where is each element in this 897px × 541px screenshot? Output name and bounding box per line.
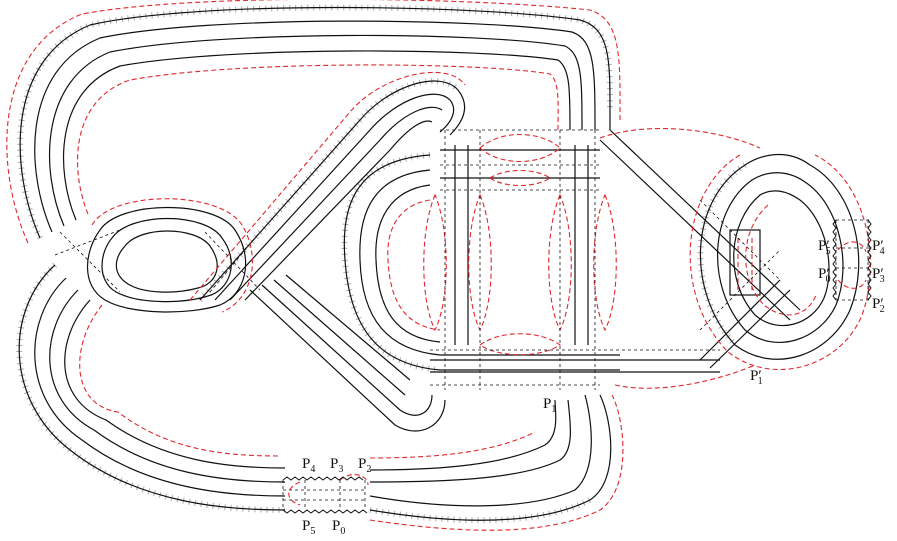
strand-br-1 xyxy=(369,394,612,521)
red-outer-top xyxy=(6,0,621,244)
red-right-top xyxy=(599,127,761,149)
dashed-lines xyxy=(54,129,870,510)
red-bottom-lens xyxy=(479,333,561,356)
rc-diag-4 xyxy=(709,289,791,369)
strand-bl-4 xyxy=(64,299,286,469)
label-P4: P4 xyxy=(302,456,315,475)
rc-mid xyxy=(717,172,844,344)
red-top-lens-1 xyxy=(479,133,561,163)
label-P0-prime: P′0 xyxy=(818,266,831,285)
tri-4 xyxy=(285,274,411,381)
red-lens-1 xyxy=(423,193,447,332)
label-P3: P3 xyxy=(330,456,343,475)
red-rc-inner xyxy=(745,204,817,316)
tri-1 xyxy=(249,289,446,432)
strand-bl-1 xyxy=(18,264,286,511)
label-P3-prime: P′3 xyxy=(872,266,885,285)
strand-br-2 xyxy=(369,394,592,507)
diagonal-band xyxy=(199,80,466,301)
clasp-middle xyxy=(101,217,232,303)
strand-br-4 xyxy=(369,399,557,471)
diag-4 xyxy=(244,120,433,301)
label-P1: P1 xyxy=(543,396,556,415)
label-P2: P2 xyxy=(358,456,371,475)
label-P2-prime: P′2 xyxy=(872,296,885,315)
zig-bottom-top xyxy=(282,476,364,481)
red-right-bottom xyxy=(614,364,756,389)
strand-br-3 xyxy=(369,399,572,483)
bottom-left-loop xyxy=(18,264,286,511)
red-strands xyxy=(6,0,871,531)
red-P-right-2 xyxy=(837,279,867,289)
outer-top-loop xyxy=(19,6,611,239)
red-central xyxy=(387,199,441,331)
red-left-clasp xyxy=(91,198,253,313)
red-br-inner xyxy=(369,431,536,459)
bottom-right-connectors xyxy=(369,394,612,521)
strand-bl-2 xyxy=(34,277,286,497)
red-br-outer xyxy=(369,394,624,531)
red-bl-outer xyxy=(79,304,281,457)
label-P0: P0 xyxy=(332,518,345,537)
red-diag xyxy=(189,72,466,301)
zigzag-bands xyxy=(282,219,872,514)
diag-3 xyxy=(229,106,443,301)
zig-right-left xyxy=(832,219,837,301)
rc-diag-1 xyxy=(599,139,791,321)
central-region xyxy=(343,145,720,373)
strand-outer-4 xyxy=(63,50,571,221)
rc-diag-2 xyxy=(609,129,801,311)
red-outer-top-inner xyxy=(76,64,559,215)
tri-2 xyxy=(261,284,433,416)
red-rc-outer xyxy=(689,154,871,371)
point-labels: P4 P3 P2 P5 P0 P1 P′1 P′5 P′0 P′4 P′3 P′… xyxy=(302,238,885,537)
lower-triangle-band xyxy=(249,274,446,432)
right-clasp xyxy=(599,129,860,369)
strand-outer-3 xyxy=(48,34,583,227)
clasp-outer xyxy=(86,207,247,313)
red-P-small-right xyxy=(339,474,369,486)
tick-overlays xyxy=(16,4,747,524)
strand-bl-3 xyxy=(49,289,286,483)
diag-2 xyxy=(214,93,455,301)
red-P-small-left xyxy=(288,481,301,506)
rc-diag-3 xyxy=(699,279,781,361)
red-top-lens-2 xyxy=(489,170,551,186)
central-outer xyxy=(343,154,620,371)
strand-outer-1 xyxy=(19,6,611,239)
label-P1-prime: P′1 xyxy=(750,368,763,387)
red-lens-4 xyxy=(593,193,617,332)
tri-3 xyxy=(273,279,406,396)
central-inner xyxy=(375,184,441,343)
red-rc-box xyxy=(737,238,753,290)
rc-outer xyxy=(699,153,860,360)
label-P5: P5 xyxy=(302,518,315,537)
left-clasp xyxy=(86,207,247,313)
red-P-right-1 xyxy=(837,241,867,253)
diag-1 xyxy=(199,80,466,301)
zig-right-right xyxy=(867,219,872,301)
label-P5-prime: P′5 xyxy=(818,238,831,257)
label-P4-prime: P′4 xyxy=(872,238,885,257)
rc-inner xyxy=(733,190,830,327)
strand-outer-2 xyxy=(34,20,596,233)
zig-bottom-bot xyxy=(282,509,368,514)
clasp-inner xyxy=(115,230,218,293)
central-mid xyxy=(359,169,620,356)
